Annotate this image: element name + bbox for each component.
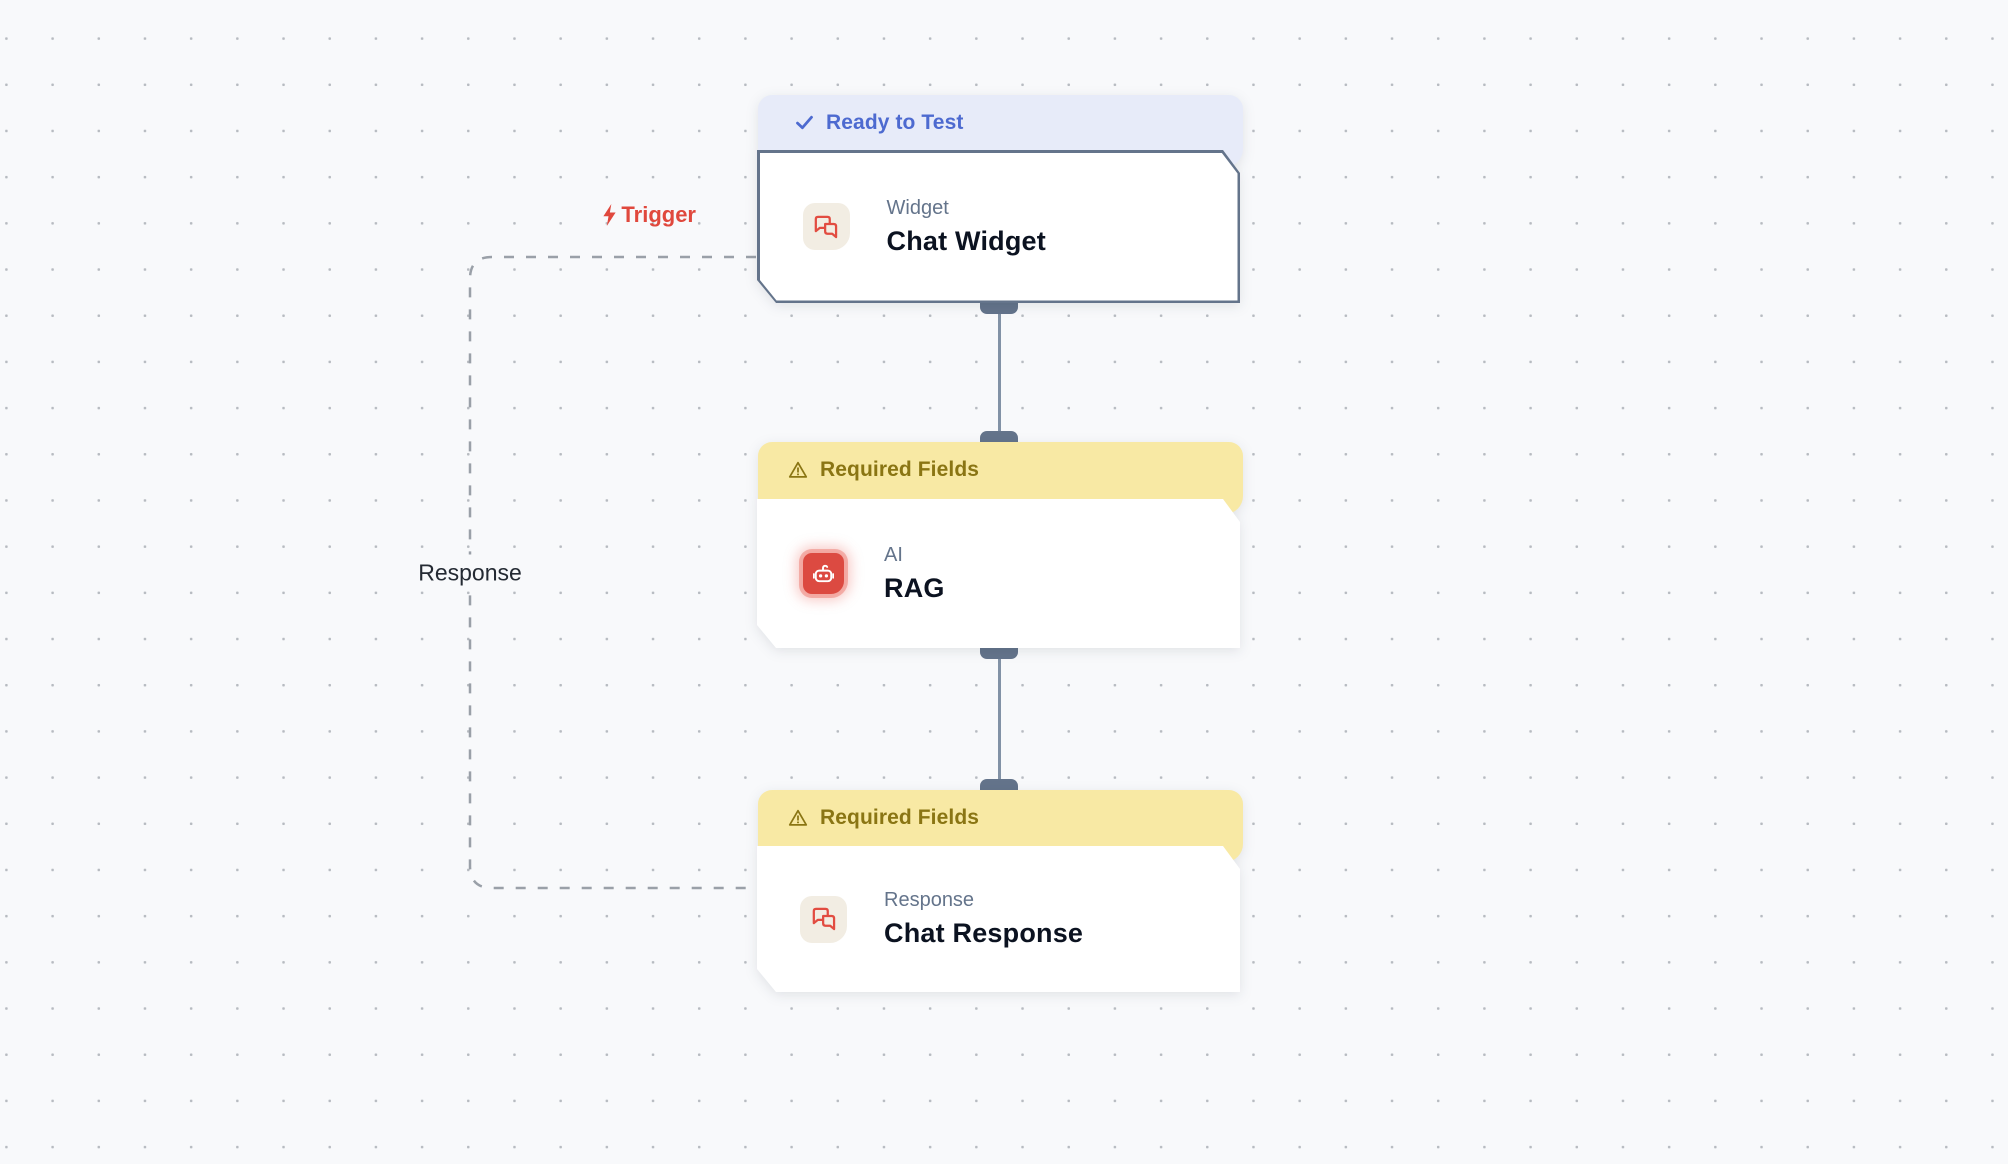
badge-label: Required Fields <box>820 457 980 481</box>
chat-bubbles-icon <box>803 203 850 250</box>
node-card-rag[interactable]: AI RAG <box>757 499 1240 648</box>
output-handle-chat-widget[interactable] <box>980 303 1018 314</box>
trigger-label-text: Trigger <box>621 202 696 227</box>
node-chat-widget[interactable]: Ready to Test Widget Chat Widget <box>757 95 1243 303</box>
node-title: Chat Response <box>884 918 1084 948</box>
node-card-chat-response[interactable]: Response Chat Response <box>757 846 1240 992</box>
node-subtitle: Response <box>884 889 975 911</box>
warning-icon <box>788 809 808 826</box>
node-rag[interactable]: Required Fields <box>757 442 1243 648</box>
check-icon <box>796 115 813 130</box>
warning-icon <box>788 461 808 478</box>
lightning-bolt-icon <box>603 204 617 226</box>
edge-line-widget-to-rag <box>997 303 1001 442</box>
node-subtitle: AI <box>884 543 903 566</box>
node-chat-response[interactable]: Required Fields Response Chat Response <box>757 790 1243 992</box>
dashed-edge-path <box>468 255 756 890</box>
badge-label: Ready to Test <box>826 110 964 134</box>
edge-line-rag-to-response <box>997 648 1001 790</box>
robot-icon <box>800 550 847 597</box>
input-handle-rag[interactable] <box>980 431 1018 442</box>
node-title: Chat Widget <box>886 225 1046 256</box>
node-title: RAG <box>884 572 945 603</box>
response-edge-label: Response <box>407 554 533 592</box>
trigger-label: Trigger <box>558 201 696 229</box>
chat-bubbles-icon <box>800 896 847 943</box>
node-subtitle: Widget <box>886 196 949 219</box>
input-handle-chat-response[interactable] <box>980 779 1018 790</box>
badge-label: Required Fields <box>820 805 980 829</box>
node-card-chat-widget[interactable]: Widget Chat Widget <box>757 150 1240 303</box>
output-handle-rag[interactable] <box>980 648 1018 659</box>
